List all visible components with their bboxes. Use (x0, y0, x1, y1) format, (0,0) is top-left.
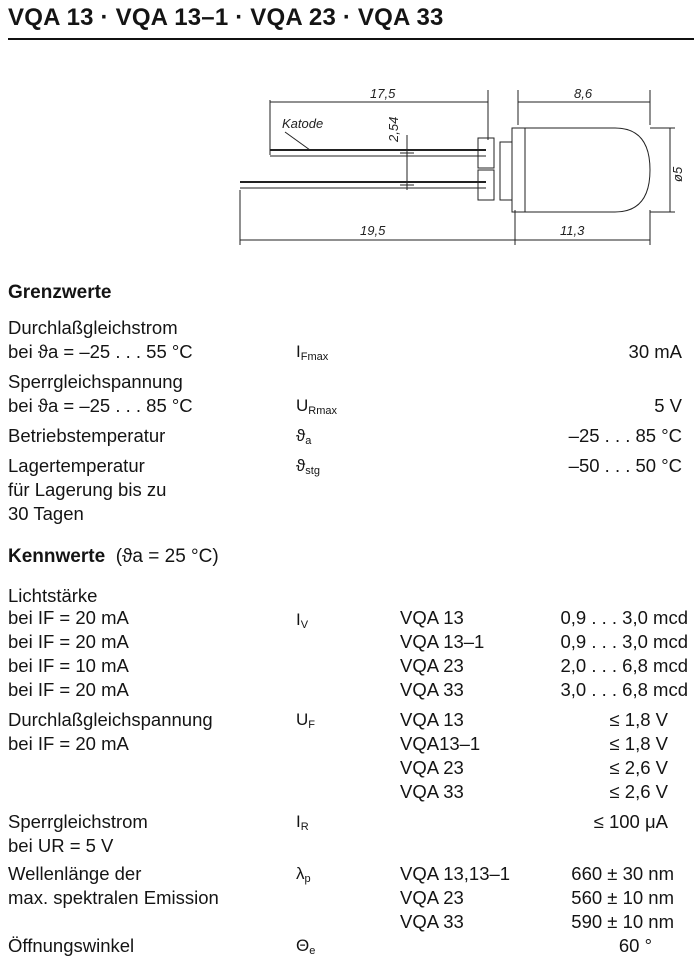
param-name: Durchlaßgleichstrom (8, 317, 178, 338)
type-label: VQA 13 (400, 607, 464, 628)
param-condition: bei ϑa = –25 . . . 55 °C (8, 341, 193, 362)
param-value: 60 ° (618, 935, 652, 956)
param-value: 660 ± 30 nm (571, 863, 674, 884)
section-heading-grenzwerte: Grenzwerte (8, 282, 112, 303)
param-symbol: λp (296, 864, 311, 885)
param-name: Sperrgleichspannung (8, 371, 183, 392)
param-condition: bei IF = 20 mA (8, 679, 129, 700)
led-dimension-drawing: 17,5 8,6 Katode 2,54 ø5 19,5 11,3 (239, 86, 685, 245)
title-rule (8, 38, 694, 40)
param-value: 0,9 . . . 3,0 mcd (560, 631, 688, 652)
param-value: –25 . . . 85 °C (568, 425, 682, 446)
page-title: VQA 13 · VQA 13–1 · VQA 23 · VQA 33 (8, 4, 444, 31)
param-condition: bei IF = 20 mA (8, 733, 129, 754)
param-condition: bei ϑa = –25 . . . 85 °C (8, 395, 193, 416)
type-label: VQA 23 (400, 887, 464, 908)
param-symbol: IV (296, 610, 309, 631)
dim-2-54: 2,54 (386, 117, 401, 143)
type-label: VQA 33 (400, 679, 464, 700)
param-name: Wellenlänge der (8, 863, 142, 884)
param-name: Sperrgleichstrom (8, 811, 148, 832)
param-condition: für Lagerung bis zu (8, 479, 167, 500)
param-value: 2,0 . . . 6,8 mcd (560, 655, 688, 676)
param-value: ≤ 2,6 V (609, 781, 669, 802)
param-symbol: IFmax (296, 342, 329, 363)
type-label: VQA 33 (400, 781, 464, 802)
dim-11-3: 11,3 (560, 223, 585, 238)
param-condition: bei IF = 20 mA (8, 607, 129, 628)
param-symbol: UF (296, 710, 316, 731)
type-label: VQA13–1 (400, 733, 481, 754)
katode-label: Katode (282, 116, 323, 131)
param-value: 0,9 . . . 3,0 mcd (560, 607, 688, 628)
param-name: Betriebstemperatur (8, 425, 166, 446)
dim-17-5: 17,5 (370, 86, 396, 101)
param-condition: bei IF = 10 mA (8, 655, 129, 676)
param-condition: bei UR = 5 V (8, 835, 114, 856)
param-value: 590 ± 10 nm (571, 911, 674, 932)
param-value: ≤ 1,8 V (609, 709, 669, 730)
param-name: Öffnungswinkel (8, 935, 135, 956)
param-value: 3,0 . . . 6,8 mcd (560, 679, 688, 700)
type-label: VQA 13,13–1 (400, 863, 511, 884)
param-symbol: ϑstg (296, 456, 320, 477)
param-symbol: URmax (296, 396, 338, 417)
type-label: VQA 13–1 (400, 631, 485, 652)
param-value: –50 . . . 50 °C (568, 455, 682, 476)
dim-8-6: 8,6 (574, 86, 593, 101)
param-condition: 30 Tagen (8, 503, 84, 524)
section-heading-kennwerte: Kennwerte (ϑa = 25 °C) (8, 546, 219, 567)
dim-19-5: 19,5 (360, 223, 386, 238)
param-value: ≤ 100 μA (593, 811, 668, 832)
type-label: VQA 33 (400, 911, 464, 932)
param-name: Lichtstärke (8, 585, 98, 606)
param-value: 560 ± 10 nm (571, 887, 674, 908)
dim-phi5: ø5 (670, 166, 685, 182)
type-label: VQA 13 (400, 709, 464, 730)
param-symbol: ϑa (296, 426, 312, 447)
param-condition: max. spektralen Emission (8, 887, 219, 908)
param-symbol: IR (296, 812, 309, 833)
param-name: Durchlaßgleichspannung (8, 709, 213, 730)
param-value: ≤ 1,8 V (609, 733, 669, 754)
param-name: Lagertemperatur (8, 455, 145, 476)
param-value: ≤ 2,6 V (609, 757, 669, 778)
param-value: 5 V (654, 395, 682, 416)
param-value: 30 mA (628, 341, 682, 362)
param-condition: bei IF = 20 mA (8, 631, 129, 652)
param-symbol: Θe (296, 936, 316, 957)
type-label: VQA 23 (400, 757, 464, 778)
type-label: VQA 23 (400, 655, 464, 676)
